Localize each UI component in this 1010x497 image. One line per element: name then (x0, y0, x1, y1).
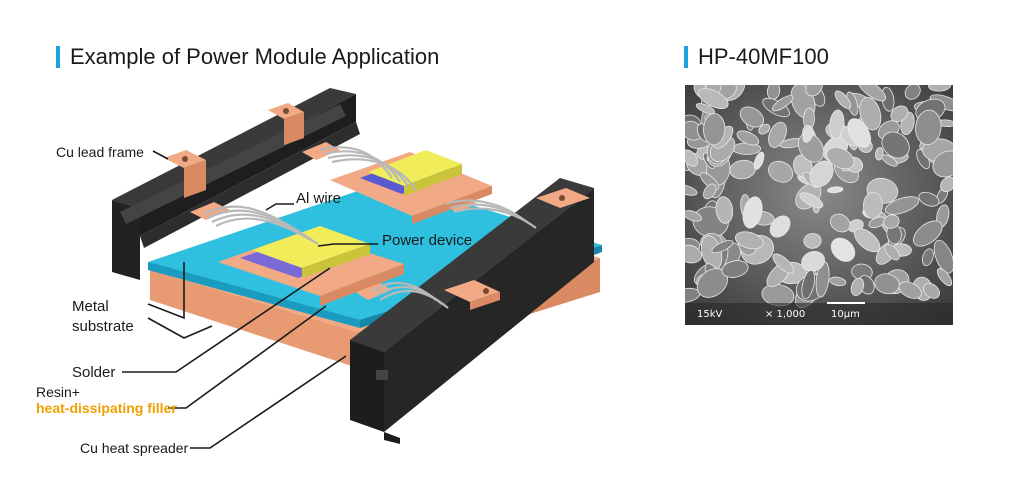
label-metal: Metal (72, 298, 109, 315)
sem-flake (936, 268, 953, 287)
sem-flake (753, 151, 765, 170)
sem-flake (695, 103, 715, 115)
sem-flake (801, 251, 825, 272)
sem-flake (847, 118, 871, 148)
sem-flake (734, 231, 764, 250)
label-resin: Resin+ (36, 384, 80, 400)
sem-flake (898, 281, 922, 299)
sem-flake (758, 123, 771, 135)
sem-flakes (685, 85, 953, 309)
sem-flake (742, 196, 763, 229)
sem-flake (923, 283, 940, 299)
sem-flake (768, 121, 787, 148)
label-al-wire: Al wire (296, 190, 342, 207)
sem-flake (862, 192, 883, 219)
sem-flake (830, 213, 851, 233)
sem-flake (685, 210, 702, 222)
sem-flake (859, 97, 882, 131)
heading-accent-bar (684, 46, 688, 68)
sem-flake (921, 248, 934, 267)
sem-flake (809, 160, 834, 188)
sem-flake (768, 160, 794, 183)
sem-flake (801, 269, 815, 300)
sem-flake (711, 240, 734, 254)
sem-flake (881, 131, 910, 159)
label-cu-heat-spreader: Cu heat spreader (80, 440, 189, 456)
label-solder: Solder (72, 364, 116, 381)
sem-flake (915, 109, 942, 146)
right-heading-text: HP-40MF100 (698, 44, 829, 69)
sem-flake (904, 85, 921, 100)
sem-flake (829, 276, 847, 287)
sem-flake (826, 147, 855, 170)
sem-flake (854, 228, 881, 253)
sem-flake (698, 88, 729, 109)
cu-lead-tabs (164, 103, 590, 310)
sem-flake (685, 244, 702, 264)
sem-flake (834, 90, 851, 109)
sem-flake (850, 277, 865, 296)
sem-flake (803, 233, 822, 249)
sem-flake (918, 191, 940, 207)
sem-flake (884, 243, 900, 261)
right-heading: HP-40MF100 (684, 44, 829, 70)
label-heat-dissipating-filler: heat-dissipating filler (36, 400, 177, 416)
sem-flake (802, 126, 814, 143)
left-heading: Example of Power Module Application (56, 44, 439, 70)
sem-flake (933, 239, 953, 274)
sem-flake (703, 183, 717, 200)
leader-lines (122, 150, 378, 449)
sem-flake (830, 237, 856, 262)
heading-accent-bar (56, 46, 60, 68)
left-heading-text: Example of Power Module Application (70, 44, 440, 69)
sem-flake (827, 186, 844, 194)
sem-flake (875, 147, 884, 161)
sem-flake (883, 214, 900, 229)
sem-flake (736, 130, 760, 146)
sem-flake (703, 113, 726, 146)
label-power-device: Power device (382, 232, 473, 249)
front-frame (350, 178, 594, 444)
label-substrate: substrate (72, 318, 134, 335)
sem-flake (884, 196, 920, 215)
sem-micrograph: 15kV × 1,000 10μm (685, 85, 953, 325)
sem-flake (857, 85, 887, 102)
sem-flake (772, 253, 794, 274)
sem-flake (721, 260, 749, 278)
sem-flake (805, 85, 823, 97)
sem-flake (881, 154, 898, 167)
sem-flake (739, 106, 765, 128)
sem-magnification: × 1,000 (765, 309, 805, 320)
sem-flake (685, 183, 698, 196)
sem-flake (932, 150, 953, 178)
sem-flake (913, 220, 943, 247)
al-wires (203, 146, 537, 309)
sem-flake (685, 149, 699, 167)
sem-flake (771, 95, 794, 112)
label-cu-lead-frame: Cu lead frame (56, 144, 144, 160)
sem-flake (928, 85, 952, 92)
sem-scale-label: 10μm (831, 309, 860, 320)
power-device-chips (240, 150, 462, 278)
sem-flake (890, 105, 909, 123)
sem-kv: 15kV (697, 309, 723, 320)
sem-flake (940, 176, 953, 193)
sem-flake (715, 196, 734, 224)
sem-flake (799, 192, 824, 209)
